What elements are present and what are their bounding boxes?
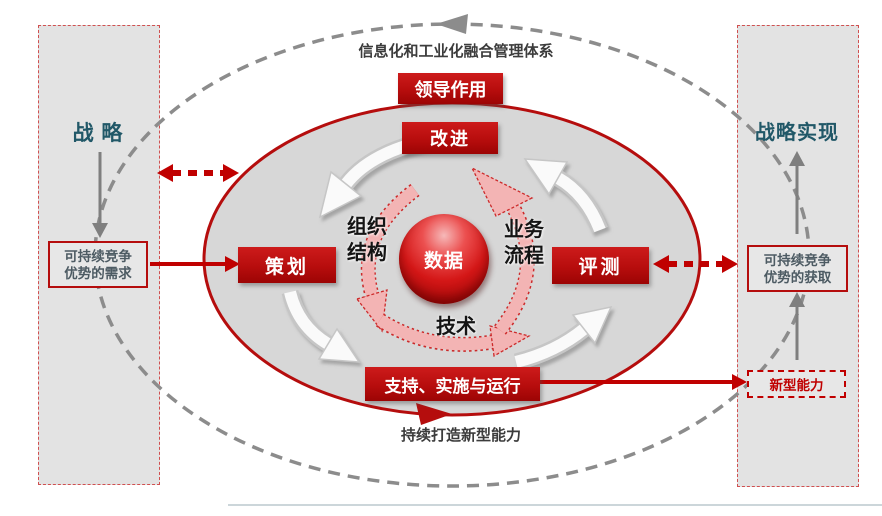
strategy-title: 战 略 — [72, 122, 124, 145]
competitive-gain-line2: 优势的获取 — [763, 269, 832, 285]
inner-cycle-arrowhead-icon — [416, 403, 452, 425]
competitive-need-line1: 可持续竞争 — [64, 248, 132, 264]
gray-flow-arrows-icon — [92, 151, 805, 360]
pink-core-cycle-arrows-icon — [355, 166, 535, 358]
org-structure-line2: 结构 — [347, 242, 387, 264]
data-core-sphere: 数据 — [399, 214, 489, 304]
red-dashed-double-arrows-icon — [157, 164, 738, 273]
org-structure-line1: 组织 — [347, 216, 387, 238]
competitive-need-box: 可持续竞争 优势的需求 — [48, 241, 148, 288]
technology-label: 技术 — [436, 316, 476, 338]
strategy-realization-title: 战略实现 — [755, 122, 839, 144]
competitive-gain-box: 可持续竞争 优势的获取 — [747, 245, 848, 292]
support-implementation-box: 支持、实施与运行 — [365, 367, 540, 401]
bottom-arc-label: 持续打造新型能力 — [400, 427, 521, 444]
leadership-box: 领导作用 — [398, 73, 503, 104]
evaluation-box: 评测 — [552, 247, 649, 284]
improvement-box: 改进 — [402, 122, 498, 154]
business-process-line1: 业务 — [504, 219, 544, 241]
red-connector-arrows-icon — [150, 256, 747, 390]
new-capability-box: 新型能力 — [747, 370, 846, 398]
bottom-divider — [228, 504, 882, 506]
business-process-label: 业务 流程 — [497, 217, 551, 269]
planning-box: 策划 — [238, 247, 336, 283]
top-arc-label: 信息化和工业化融合管理体系 — [358, 43, 554, 60]
business-process-line2: 流程 — [504, 245, 544, 267]
org-structure-label: 组织 结构 — [340, 214, 394, 266]
competitive-gain-line1: 可持续竞争 — [763, 252, 832, 268]
data-core-label: 数据 — [423, 250, 464, 272]
competitive-need-line2: 优势的需求 — [64, 265, 132, 281]
